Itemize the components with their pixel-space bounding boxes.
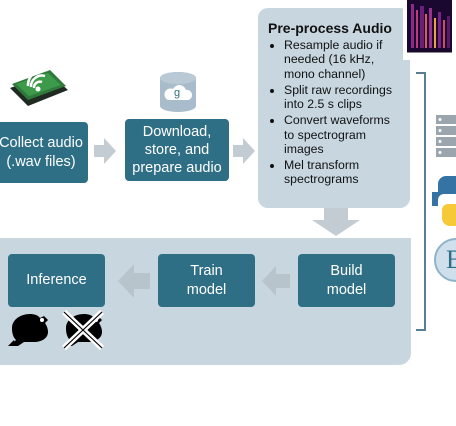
collect-audio-box: Collect audio (.wav files) [0, 122, 88, 183]
frog-icon [8, 314, 48, 346]
no-frog-icon [61, 310, 105, 350]
tools-bracket [416, 72, 426, 331]
build-label: Build model [326, 263, 367, 298]
collect-audio-label: Collect audio (.wav files) [0, 135, 83, 170]
download-label: Download, store, and prepare audio [132, 123, 222, 177]
arrow-build-to-train [262, 266, 290, 296]
preprocess-item: Convert waveforms to spectrogram images [284, 113, 402, 156]
audio-recorder-icon [10, 68, 68, 106]
build-box: Build model [298, 254, 395, 307]
preprocess-item: Resample audio if needed (16 kHz, mono c… [284, 38, 402, 81]
server-icon [436, 115, 456, 157]
download-box: Download, store, and prepare audio [125, 119, 229, 181]
spectrogram-image [403, 0, 456, 60]
inference-box: Inference [8, 254, 105, 307]
arrow-preprocess-to-build [312, 208, 360, 236]
train-label: Train model [186, 263, 227, 298]
cloud-letter: g [174, 87, 181, 99]
preprocess-list: Resample audio if needed (16 kHz, mono c… [268, 38, 402, 187]
side-circle-icon: E [434, 238, 456, 282]
cloud-storage-icon: g [156, 70, 200, 114]
preprocess-title: Pre-process Audio [268, 20, 392, 36]
arrow-collect-to-download [94, 138, 116, 164]
inference-label: Inference [26, 272, 87, 289]
train-box: Train model [158, 254, 255, 307]
side-icon-letter: E [446, 245, 456, 274]
preprocess-item: Mel transform spectrograms [284, 158, 402, 187]
arrow-download-to-preprocess [233, 138, 255, 164]
python-logo-icon [432, 176, 456, 226]
preprocess-box: Pre-process Audio Resample audio if need… [258, 8, 410, 208]
preprocess-item: Split raw recordings into 2.5 s clips [284, 83, 402, 112]
arrow-train-to-inference [118, 264, 150, 298]
